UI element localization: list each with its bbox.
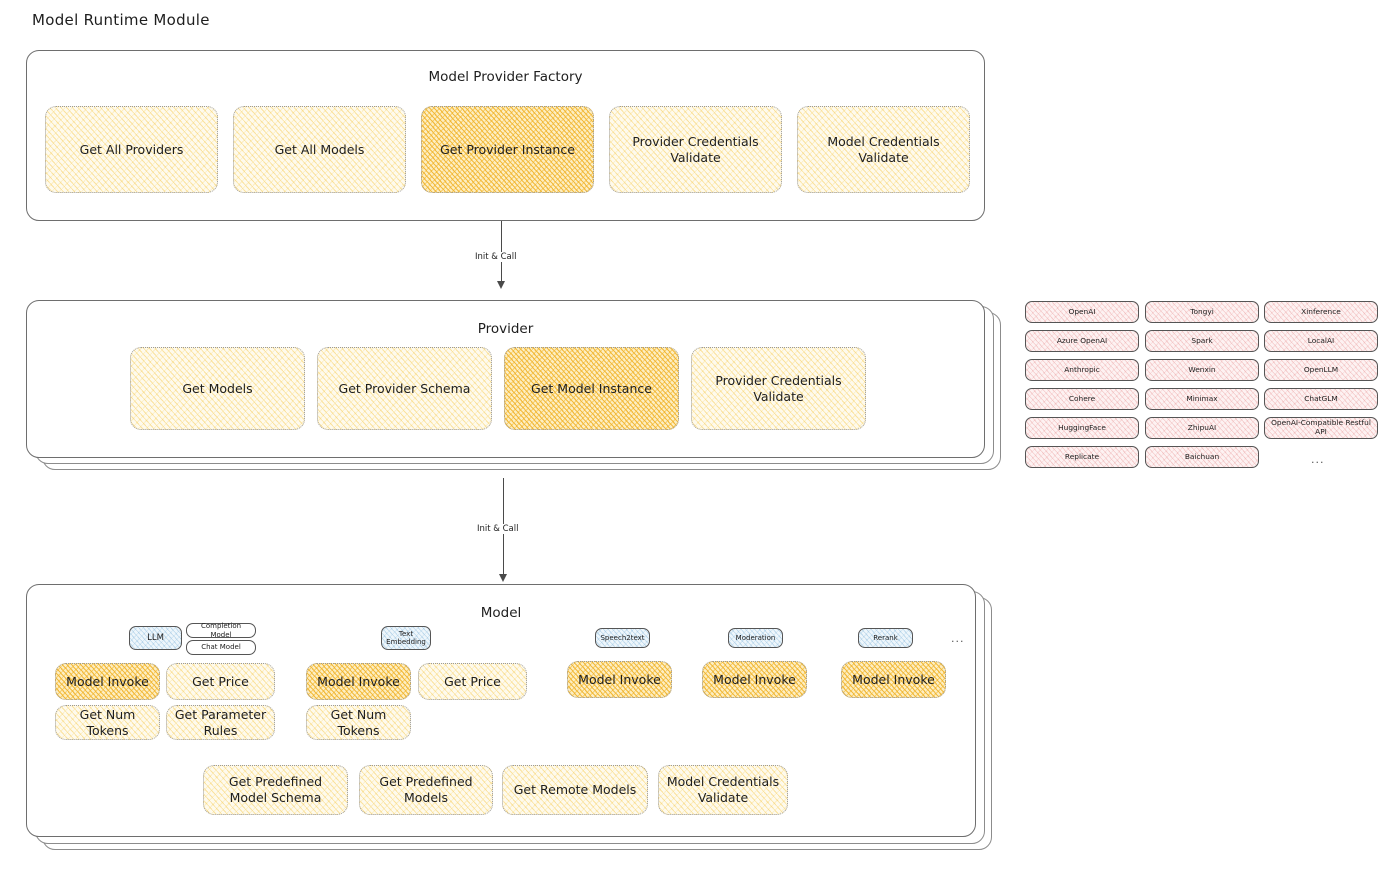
rerank-op-model-invoke[interactable]: Model Invoke (841, 661, 946, 698)
factory-op-model-credentials-validate[interactable]: Model Credentials Validate (797, 106, 970, 193)
model-provider-factory-title: Model Provider Factory (428, 69, 583, 85)
provider-pill-cohere[interactable]: Cohere (1025, 388, 1139, 410)
speech2text-op-model-invoke[interactable]: Model Invoke (567, 661, 672, 698)
provider-pill-huggingface[interactable]: HuggingFace (1025, 417, 1139, 439)
provider-pill-wenxin[interactable]: Wenxin (1145, 359, 1259, 381)
model-shared-op-get-remote-models[interactable]: Get Remote Models (502, 765, 648, 815)
provider-op-provider-credentials-validate[interactable]: Provider Credentials Validate (691, 347, 866, 430)
provider-op-get-models[interactable]: Get Models (130, 347, 305, 430)
text-embedding-op-get-num-tokens[interactable]: Get Num Tokens (306, 705, 411, 740)
llm-op-get-price[interactable]: Get Price (166, 663, 275, 700)
provider-title: Provider (477, 321, 534, 337)
provider-list-ellipsis: ... (1311, 453, 1325, 466)
model-sub-badge-chat-model[interactable]: Chat Model (186, 640, 256, 655)
provider-pill-zhipuai[interactable]: ZhipuAI (1145, 417, 1259, 439)
arrow-provider-to-model-label: Init & Call (474, 524, 522, 534)
provider-pill-tongyi[interactable]: Tongyi (1145, 301, 1259, 323)
provider-pill-chatglm[interactable]: ChatGLM (1264, 388, 1378, 410)
model-shared-op-get-predefined-models[interactable]: Get Predefined Models (359, 765, 493, 815)
provider-pill-xinference[interactable]: Xinference (1264, 301, 1378, 323)
provider-pill-azure-openai[interactable]: Azure OpenAI (1025, 330, 1139, 352)
provider-op-get-model-instance[interactable]: Get Model Instance (504, 347, 679, 430)
page-title: Model Runtime Module (32, 11, 210, 29)
factory-op-get-provider-instance[interactable]: Get Provider Instance (421, 106, 594, 193)
factory-op-provider-credentials-validate[interactable]: Provider Credentials Validate (609, 106, 782, 193)
llm-op-get-parameter-rules[interactable]: Get Parameter Rules (166, 705, 275, 740)
provider-pill-minimax[interactable]: Minimax (1145, 388, 1259, 410)
model-type-badge-rerank[interactable]: Rerank (858, 628, 913, 648)
model-shared-op-get-predefined-model-schema[interactable]: Get Predefined Model Schema (203, 765, 348, 815)
llm-op-model-invoke[interactable]: Model Invoke (55, 663, 160, 700)
arrow-provider-to-model-head (499, 574, 507, 582)
provider-op-get-provider-schema[interactable]: Get Provider Schema (317, 347, 492, 430)
llm-op-get-num-tokens[interactable]: Get Num Tokens (55, 705, 160, 740)
model-title: Model (480, 605, 522, 621)
moderation-op-model-invoke[interactable]: Model Invoke (702, 661, 807, 698)
model-type-badge-text-embedding[interactable]: Text Embedding (381, 626, 431, 650)
text-embedding-op-get-price[interactable]: Get Price (418, 663, 527, 700)
factory-op-get-all-providers[interactable]: Get All Providers (45, 106, 218, 193)
model-type-badge-speech2text[interactable]: Speech2text (595, 628, 650, 648)
model-shared-op-model-credentials-validate[interactable]: Model Credentials Validate (658, 765, 788, 815)
model-type-badge-moderation[interactable]: Moderation (728, 628, 783, 648)
provider-pill-replicate[interactable]: Replicate (1025, 446, 1139, 468)
provider-pill-openai-compatible-restful-api[interactable]: OpenAI-Compatible Restful API (1264, 417, 1378, 439)
provider-pill-openllm[interactable]: OpenLLM (1264, 359, 1378, 381)
model-types-ellipsis: ... (951, 632, 965, 645)
provider-pill-localai[interactable]: LocalAI (1264, 330, 1378, 352)
provider-pill-baichuan[interactable]: Baichuan (1145, 446, 1259, 468)
factory-op-get-all-models[interactable]: Get All Models (233, 106, 406, 193)
arrow-factory-to-provider-head (497, 281, 505, 289)
text-embedding-op-model-invoke[interactable]: Model Invoke (306, 663, 411, 700)
model-type-badge-llm[interactable]: LLM (129, 626, 182, 650)
model-sub-badge-completion-model[interactable]: Completion Model (186, 622, 256, 639)
arrow-factory-to-provider-label: Init & Call (472, 252, 520, 262)
provider-pill-spark[interactable]: Spark (1145, 330, 1259, 352)
provider-pill-anthropic[interactable]: Anthropic (1025, 359, 1139, 381)
provider-pill-openai[interactable]: OpenAI (1025, 301, 1139, 323)
